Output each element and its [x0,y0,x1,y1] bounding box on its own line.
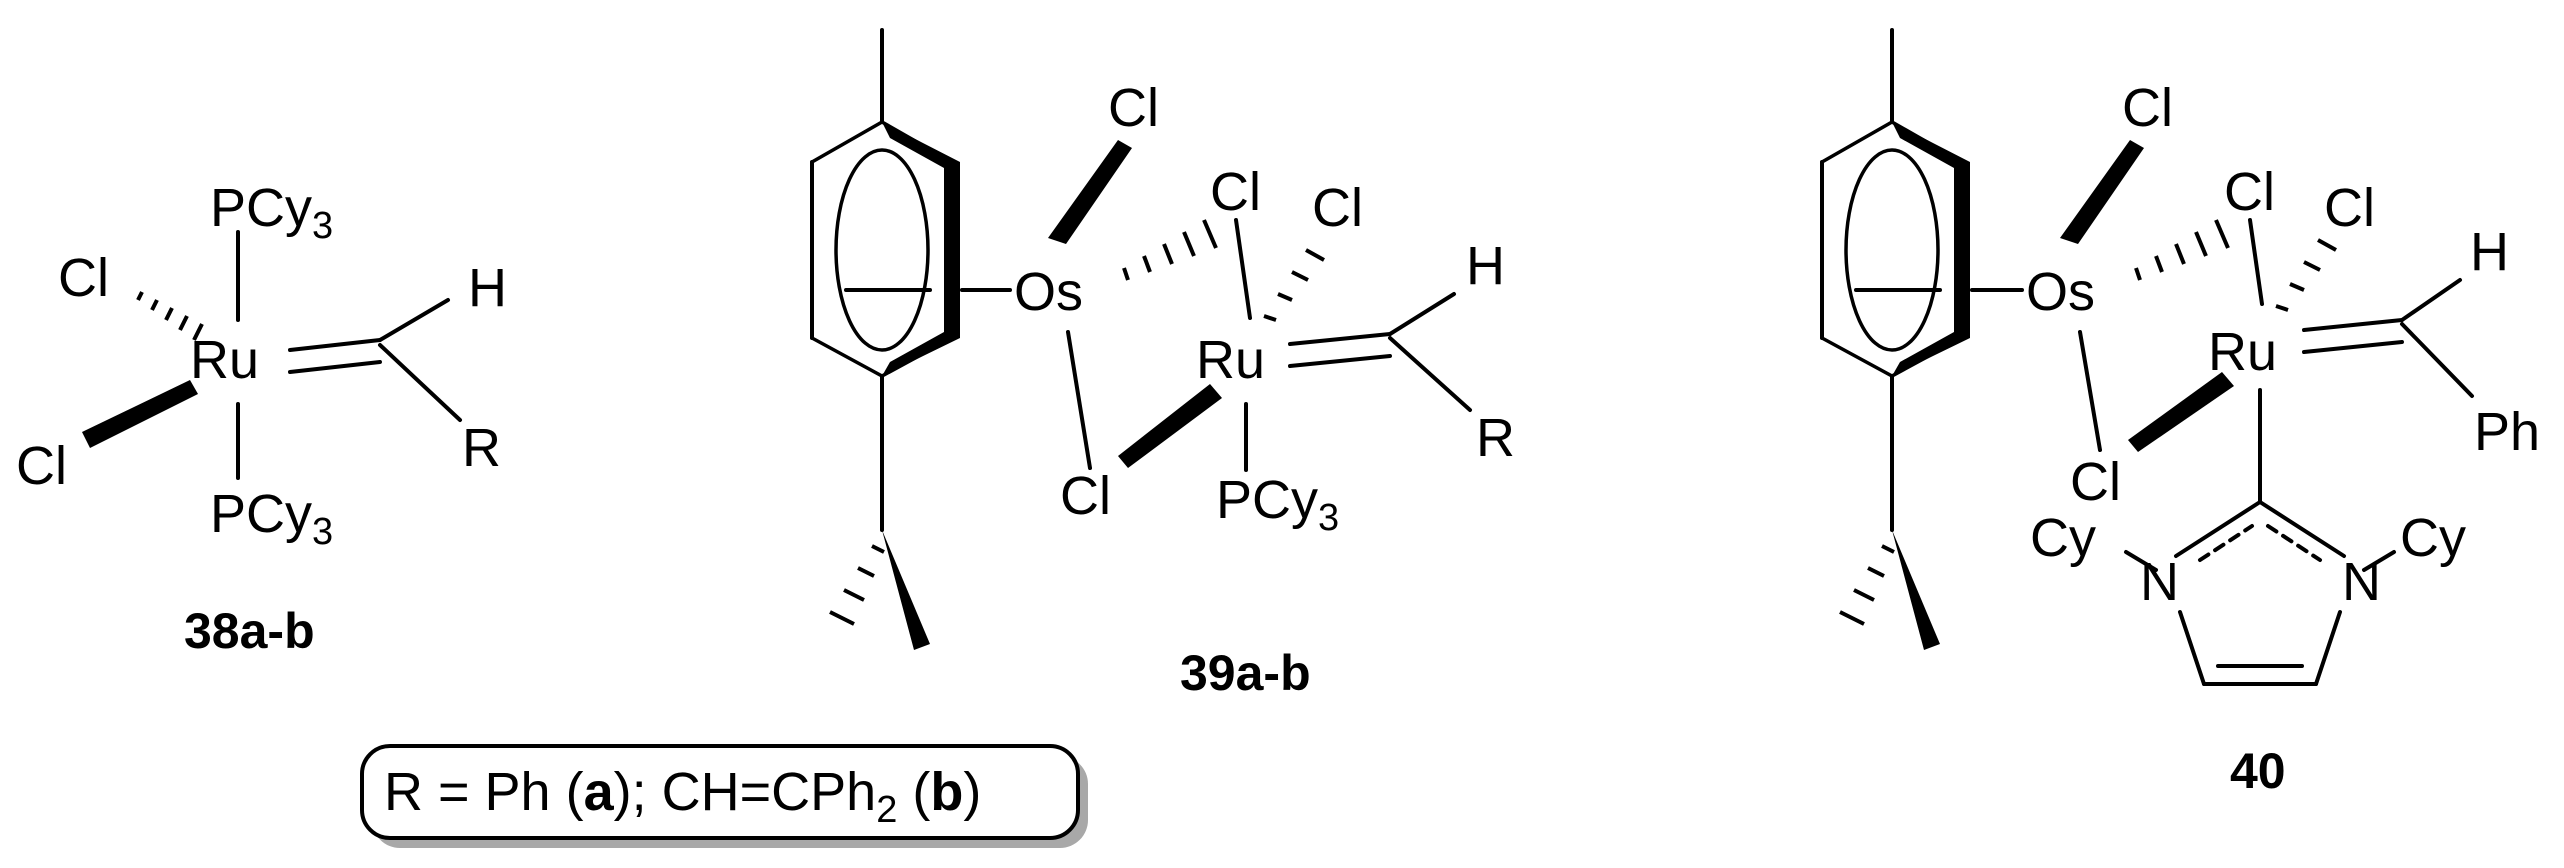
c-h-bond [378,298,450,342]
ru-cl-terminal-hashed [1263,248,1325,322]
cy-right-label: Cy [2400,508,2466,568]
n-cy-left-bond [2124,550,2158,572]
ru-c-double-bond-2 [2302,340,2404,354]
structure-39a-b: Os Cl Cl Cl Ru Cl PCy3 H R 39a-b [810,28,1515,701]
ph-group-label: Ph [2474,402,2540,462]
ru-cl-bridge-bottom-wedge [1118,384,1222,468]
bridge-cl-top-label: Cl [2224,162,2275,222]
compound-label-39a-b: 39a-b [1180,645,1311,701]
ru-c-double-bond-2 [288,360,382,374]
arene-bold-edge [1892,122,1970,376]
isopropyl-wedge [1892,530,1940,650]
ru-atom-label: Ru [1196,330,1265,390]
isopropyl-wedge [882,530,930,650]
structure-38a-b: Ru PCy3 PCy3 Cl Cl H R 38a-b [16,178,507,659]
bridge-cl-top-label: Cl [1210,162,1261,222]
isopropyl-hashed-bond [1839,544,1895,626]
cy-left-label: Cy [2030,508,2096,568]
compound-label-40: 40 [2230,743,2286,799]
os-cl-bridge-hashed [2134,219,2230,281]
cl-lower-label: Cl [16,436,67,496]
ru-cl-terminal-label: Cl [2324,178,2375,238]
ru-atom-label: Ru [2208,322,2277,382]
ru-c-double-bond-1 [288,338,382,352]
ru-cl-terminal-hashed [2275,238,2337,312]
c-r-bond [1388,336,1472,412]
c-h-bond [1388,292,1456,336]
os-cl-bridge-hashed [1122,219,1218,281]
os-cl-bridge-bottom [1066,330,1092,470]
os-atom-label: Os [1014,262,1083,322]
pcy3-bottom-label: PCy3 [210,484,333,553]
arene-bold-edge [882,122,960,376]
h-atom-label: H [468,258,507,318]
compound-label-38a-b: 38a-b [184,603,315,659]
cl-upper-label: Cl [58,248,109,308]
r-group-label: R [462,418,501,478]
c-r-bond [378,343,462,422]
c-h-bond [2400,278,2462,322]
ru-cl-bridge-bottom-wedge [2128,372,2234,452]
ru-c-double-bond-1 [2302,318,2404,332]
pcy3-label: PCy3 [1216,470,1339,539]
ru-cl-bridge-top [1234,218,1252,320]
ru-cl-terminal-label: Cl [1312,178,1363,238]
p-cymene-ligand-left [810,28,960,650]
pcy3-top-label: PCy3 [210,178,333,247]
nhc-ring [2124,500,2396,686]
isopropyl-hashed-bond [829,544,885,626]
os-cl-top-wedge [2060,140,2144,244]
n-cy-right-bond [2362,550,2396,572]
ru-c-double-bond-1 [1288,332,1392,346]
r-group-label: R [1476,408,1515,468]
n-left-label: N [2140,552,2179,612]
h-atom-label: H [1466,236,1505,296]
arene-aromatic-circle [1844,148,1940,352]
ru-atom-label: Ru [190,330,259,390]
os-cl-bridge-bottom [2078,330,2102,452]
c-ph-bond [2400,322,2474,398]
ru-cl-bridge-top [2248,218,2264,306]
ru-cl-upper-hashed-bond [136,291,204,341]
r-definition-box: R = Ph (a); CH=CPh2 (b) [360,744,1088,848]
bridge-cl-bottom-label: Cl [2070,452,2121,512]
n-right-label: N [2342,552,2381,612]
os-cl-top-label: Cl [1108,78,1159,138]
ru-c-double-bond-2 [1288,354,1392,368]
os-atom-label: Os [2026,262,2095,322]
ru-cl-lower-wedge-bond [82,380,198,448]
structure-40: Os Cl Cl Cl Ru Cl H Ph N N Cy Cy 40 [1820,28,2540,799]
os-cl-top-wedge [1048,140,1132,244]
p-cymene-ligand-right [1820,28,1970,650]
arene-aromatic-circle [834,148,930,352]
os-cl-top-label: Cl [2122,78,2173,138]
bridge-cl-bottom-label: Cl [1060,466,1111,526]
h-atom-label: H [2470,222,2509,282]
box-frame [360,744,1080,840]
r-definition-text: R = Ph (a); CH=CPh2 (b) [384,762,981,831]
